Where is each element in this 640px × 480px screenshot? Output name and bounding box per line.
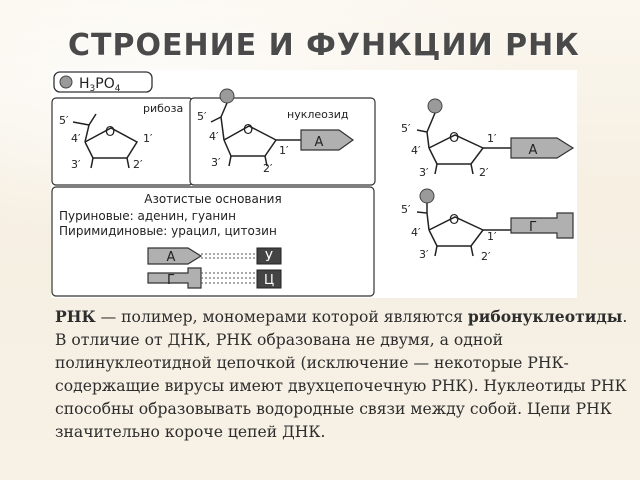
pyrimidines-line: Пиримидиновые: урацил, цитозин [59,224,277,238]
svg-text:3′: 3′ [419,248,429,261]
svg-text:3′: 3′ [211,156,221,169]
svg-text:2′: 2′ [133,158,143,171]
svg-text:2′: 2′ [479,166,489,179]
term-ribonucleotides: рибонуклеотиды [467,307,623,326]
svg-text:O: O [449,213,459,228]
nucleoside-label: нуклеозид [287,108,349,121]
term-rna: РНК [55,307,96,326]
phosphate-label: H3PO4 [79,76,121,94]
svg-text:5′: 5′ [401,122,411,135]
phosphate-icon [427,98,443,114]
svg-text:4′: 4′ [411,144,421,157]
svg-text:Г: Г [167,273,175,288]
svg-text:А: А [315,135,324,150]
svg-text:2′: 2′ [481,250,491,263]
phosphate-icon [219,88,235,104]
svg-text:4′: 4′ [411,226,421,239]
phosphate-icon [59,75,73,89]
bases-title: Азотистые основания [144,192,281,206]
ring-oxygen: O [105,125,115,140]
svg-text:Г: Г [529,220,537,235]
rna-structure-figure: H3PO4 рибоза O 5′ 4′ 1′ 3′ 2′ нуклеозид … [51,70,577,298]
svg-text:4′: 4′ [209,130,219,143]
svg-text:Ц: Ц [264,273,274,288]
nucleotide-g: O 5′ 4′ 1′ 3′ 2′ Г [401,188,574,263]
nucleoside-box: нуклеозид O 5′ 4′ 1′ 3′ 2′ А [189,88,376,186]
svg-text:O: O [243,123,253,138]
svg-text:А: А [529,143,538,158]
svg-text:4′: 4′ [71,132,81,145]
svg-text:А: А [167,250,176,265]
ribose-label: рибоза [143,102,183,115]
svg-text:1′: 1′ [487,230,497,243]
svg-text:O: O [449,131,459,146]
svg-text:5′: 5′ [59,114,69,127]
svg-text:5′: 5′ [401,203,411,216]
svg-text:1′: 1′ [143,132,153,145]
ribose-box: рибоза O 5′ 4′ 1′ 3′ 2′ [51,97,194,186]
phosphate-icon [419,188,435,204]
svg-text:1′: 1′ [279,144,289,157]
nucleotide-a: O 5′ 4′ 1′ 3′ 2′ А [401,98,575,179]
purines-line: Пуриновые: аденин, гуанин [59,209,236,223]
svg-text:У: У [265,250,273,265]
bases-box: Азотистые основания Пуриновые: аденин, г… [51,186,375,297]
slide-title: СТРОЕНИЕ И ФУНКЦИИ РНК [68,28,580,63]
rna-description: РНК — полимер, мономерами которой являют… [55,305,633,444]
phosphate-legend: H3PO4 [53,71,153,94]
svg-text:3′: 3′ [419,166,429,179]
svg-text:2′: 2′ [263,162,273,175]
text-part2: . В отличие от ДНК, РНК образована не дв… [55,308,628,441]
svg-text:3′: 3′ [71,158,81,171]
svg-text:1′: 1′ [487,132,497,145]
text-part1: — полимер, мономерами которой являются [95,308,468,326]
svg-text:5′: 5′ [197,110,207,123]
